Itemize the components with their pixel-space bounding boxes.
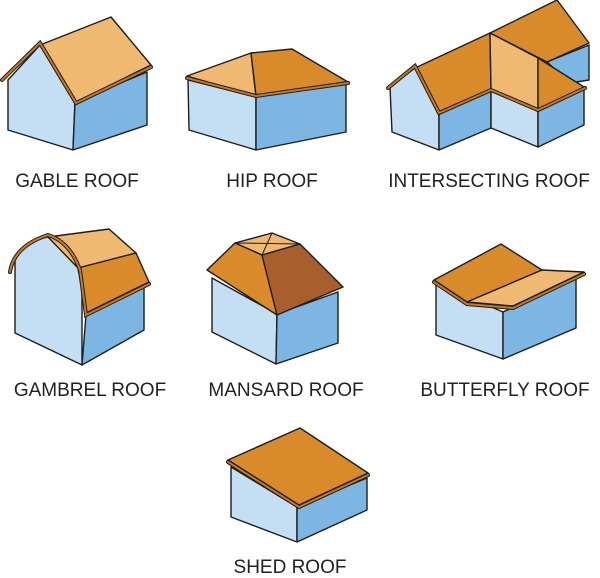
butterfly-roof-illustration [432,243,586,360]
intersecting-roof-label: INTERSECTING ROOF [388,171,590,192]
butterfly-roof-label: BUTTERFLY ROOF [420,380,589,401]
hip-eave-fill [186,77,349,98]
mansard-roof-label: MANSARD ROOF [208,380,363,401]
mansard-right-wall [275,291,339,365]
gambrel-roof-label: GAMBREL ROOF [14,380,166,401]
gable-barge-board-fill [1,41,152,105]
mansard-roof-side [261,243,344,316]
hip-roof-label: HIP ROOF [226,171,318,192]
intersecting-eave-fill [387,64,586,115]
shed-roof-label: SHED ROOF [234,557,347,578]
intersecting-roof-illustration [386,0,590,151]
butterfly-eave-fill [433,273,585,310]
gable-roof-illustration [0,16,153,151]
gable-roof-label: GABLE ROOF [15,171,139,192]
shed-eave-fill [227,461,369,509]
gambrel-barge-board-fill [9,233,150,317]
gambrel-roof-illustration [8,228,151,366]
mansard-top-diagonal [261,232,273,256]
hip-roof-illustration [185,48,350,151]
mansard-roof-illustration [206,232,344,365]
shed-roof-illustration [226,427,370,543]
